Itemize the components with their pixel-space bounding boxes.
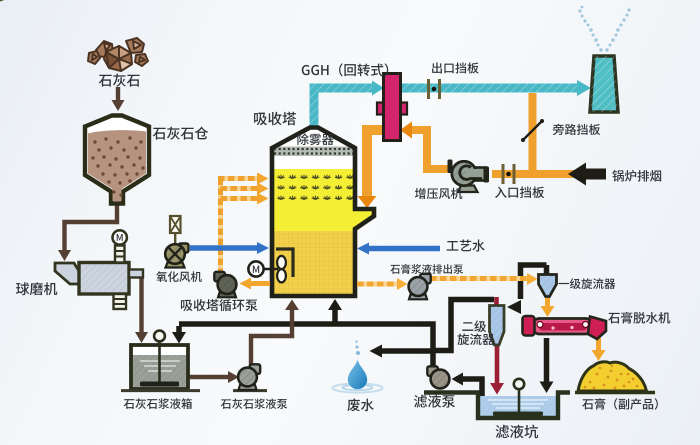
svg-text:M: M (116, 230, 124, 244)
svg-text:GGH（回转式）: GGH（回转式） (301, 59, 397, 79)
svg-text:石灰石: 石灰石 (99, 71, 141, 91)
svg-text:二级: 二级 (462, 316, 488, 335)
svg-text:吸收塔循环泵: 吸收塔循环泵 (180, 295, 258, 314)
svg-text:球磨机: 球磨机 (16, 279, 58, 299)
svg-text:增压风机: 增压风机 (415, 185, 463, 202)
svg-text:出口挡板: 出口挡板 (431, 60, 479, 77)
svg-text:石膏（副产品）: 石膏（副产品） (582, 396, 666, 413)
svg-text:石灰石浆液箱: 石灰石浆液箱 (124, 396, 193, 412)
svg-text:吸收塔: 吸收塔 (253, 108, 297, 129)
svg-text:工艺水: 工艺水 (446, 236, 485, 255)
svg-text:石膏脱水机: 石膏脱水机 (608, 308, 671, 327)
svg-text:滤液泵: 滤液泵 (414, 392, 456, 412)
svg-text:氧化风机: 氧化风机 (156, 269, 202, 285)
svg-text:石灰石仓: 石灰石仓 (153, 124, 209, 144)
svg-text:一级旋流器: 一级旋流器 (558, 276, 616, 292)
svg-text:石灰石浆液泵: 石灰石浆液泵 (221, 396, 288, 412)
svg-text:废水: 废水 (347, 394, 374, 414)
svg-text:旋流器: 旋流器 (457, 329, 495, 348)
svg-text:石膏浆液排出泵: 石膏浆液排出泵 (390, 262, 464, 277)
svg-text:滤液坑: 滤液坑 (495, 421, 539, 442)
svg-text:旁路挡板: 旁路挡板 (553, 121, 601, 138)
svg-text:M: M (252, 261, 260, 276)
svg-text:锅炉排烟: 锅炉排烟 (612, 166, 662, 185)
svg-text:除雾器: 除雾器 (297, 129, 335, 148)
svg-text:入口挡板: 入口挡板 (495, 182, 546, 201)
